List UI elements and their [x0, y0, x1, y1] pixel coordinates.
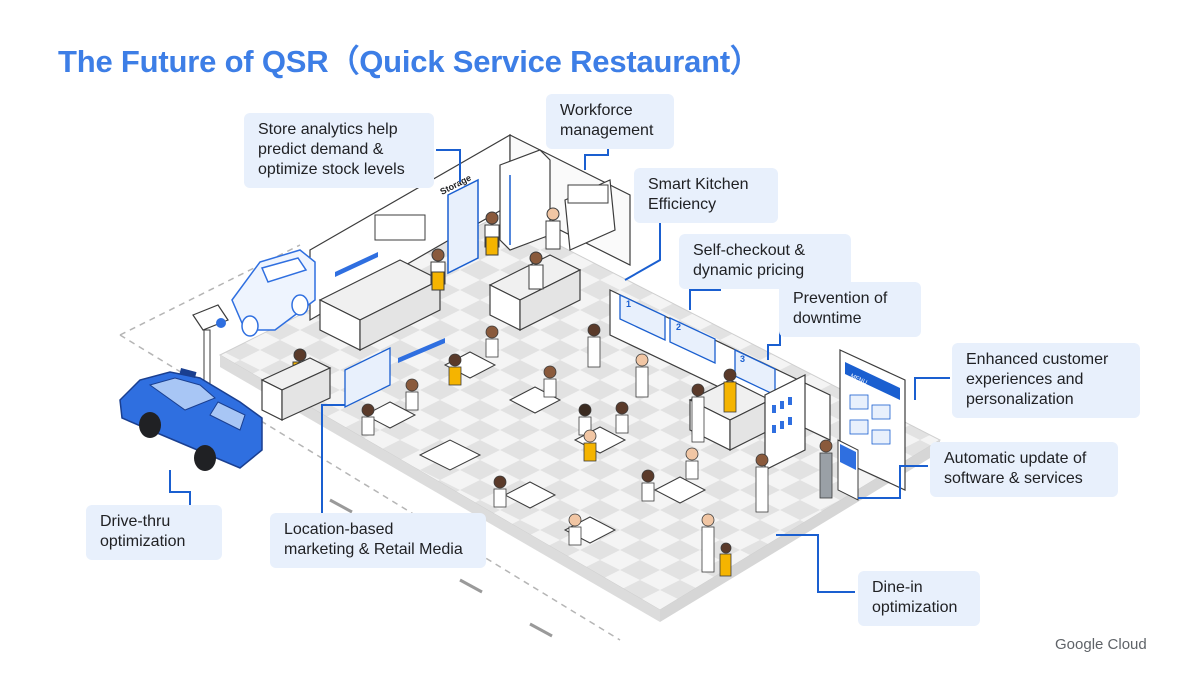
chef-2: [545, 207, 561, 250]
callout-dine-in: Dine-in optimization: [858, 571, 980, 626]
kitchen-counters: [318, 179, 616, 351]
callout-enhanced-customer-experiences: Enhanced customer experiences and person…: [952, 343, 1140, 418]
svg-text:3: 3: [740, 354, 745, 364]
kitchen-fridge: [499, 149, 551, 251]
front-counter: [260, 357, 332, 421]
chef-1: [484, 211, 500, 256]
drive-thru-car: [119, 368, 263, 471]
callout-connectors: [169, 140, 950, 593]
google-cloud-logo: Google Cloud: [1055, 636, 1147, 653]
kitchen-shelves: [374, 184, 609, 241]
svg-text:2: 2: [676, 322, 681, 332]
dining-tables: [363, 351, 707, 544]
counter-number-labels: 1 2 3: [626, 299, 745, 364]
drink-cooler: [764, 374, 806, 471]
floor-edge: [660, 440, 940, 622]
callout-self-checkout: Self-checkout & dynamic pricing: [679, 234, 851, 289]
delivery-van: [231, 249, 316, 337]
chef-4: [528, 251, 544, 290]
callout-store-analytics: Store analytics help predict demand & op…: [244, 113, 434, 188]
security-camera: [192, 304, 229, 386]
callout-prevention-of-downtime: Prevention of downtime: [779, 282, 921, 337]
chef-3: [430, 248, 446, 291]
digital-menu-kiosk: MENU: [837, 349, 906, 501]
callout-drive-thru: Drive-thru optimization: [86, 505, 222, 560]
blue-shelves: [335, 252, 445, 363]
callout-workforce-management: Workforce management: [546, 94, 674, 149]
floor-edge-left: [220, 355, 660, 622]
callout-automatic-update: Automatic update of software & services: [930, 442, 1118, 497]
diner-figures: [361, 323, 833, 577]
callout-smart-kitchen: Smart Kitchen Efficiency: [634, 168, 778, 223]
callout-location-marketing: Location-based marketing & Retail Media: [270, 513, 486, 568]
page-title: The Future of QSR（Quick Service Restaura…: [58, 44, 761, 79]
svg-text:1: 1: [626, 299, 631, 309]
